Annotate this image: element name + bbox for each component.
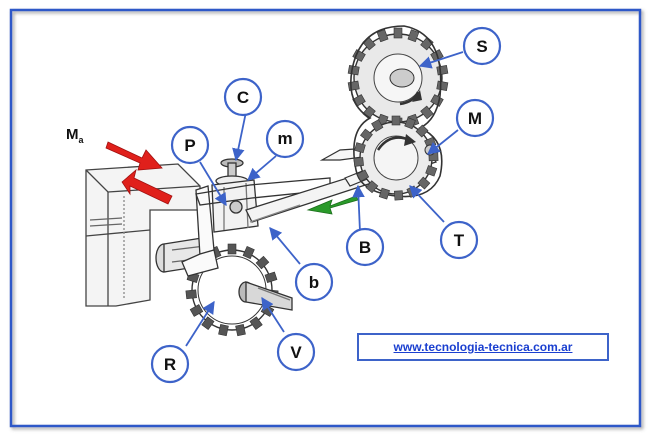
leader-s [418, 51, 464, 69]
label-p: P [184, 136, 195, 155]
leader-p [199, 161, 227, 207]
callout-r-circle [150, 344, 190, 384]
machine-body [85, 163, 201, 307]
label-s: S [476, 37, 487, 56]
ma-label-main: M [66, 126, 79, 143]
label-m: M [468, 109, 482, 128]
ma-label: Ma [66, 126, 84, 145]
leader-c [232, 111, 247, 162]
leader-b-lower [269, 227, 301, 265]
label-t: T [454, 231, 465, 250]
website-link[interactable]: www.tecnologia-tecnica.com.ar [393, 340, 573, 354]
gear-housing [350, 25, 443, 198]
label-b-lower: b [309, 273, 319, 292]
leader-v [261, 296, 285, 333]
label-b-upper: B [359, 238, 371, 257]
label-c: C [237, 88, 249, 107]
callout-m-small-circle [265, 119, 305, 159]
red-arrow-lower [121, 168, 173, 205]
green-direction-arrow [306, 195, 359, 215]
callout-leaders [185, 51, 464, 347]
label-m-small: m [277, 129, 292, 148]
callout-b-upper-circle [345, 227, 385, 267]
leader-b-upper [352, 184, 365, 233]
label-v: V [290, 343, 302, 362]
callout-labels: C m P S M T B b R V [164, 37, 488, 374]
leader-m-small [247, 155, 277, 181]
callout-m-circle [455, 98, 495, 138]
shaft-v [238, 281, 293, 311]
callout-s-circle [462, 26, 502, 66]
gear-t [353, 115, 439, 201]
callout-v-circle [276, 332, 316, 372]
leader-r [185, 300, 215, 347]
red-input-arrows [105, 141, 173, 205]
website-link-box: www.tecnologia-tecnica.com.ar [357, 333, 609, 361]
callout-t-circle [439, 220, 479, 260]
callout-p-circle [170, 125, 210, 165]
label-r: R [164, 355, 176, 374]
leader-t [409, 185, 445, 223]
red-arrow-upper [105, 141, 163, 171]
ma-label-sub: a [78, 135, 84, 145]
leader-m [427, 129, 459, 155]
callout-b-lower-circle [294, 262, 334, 302]
callout-c-circle [223, 77, 263, 117]
callouts [150, 26, 502, 384]
outer-frame-border [9, 8, 642, 428]
